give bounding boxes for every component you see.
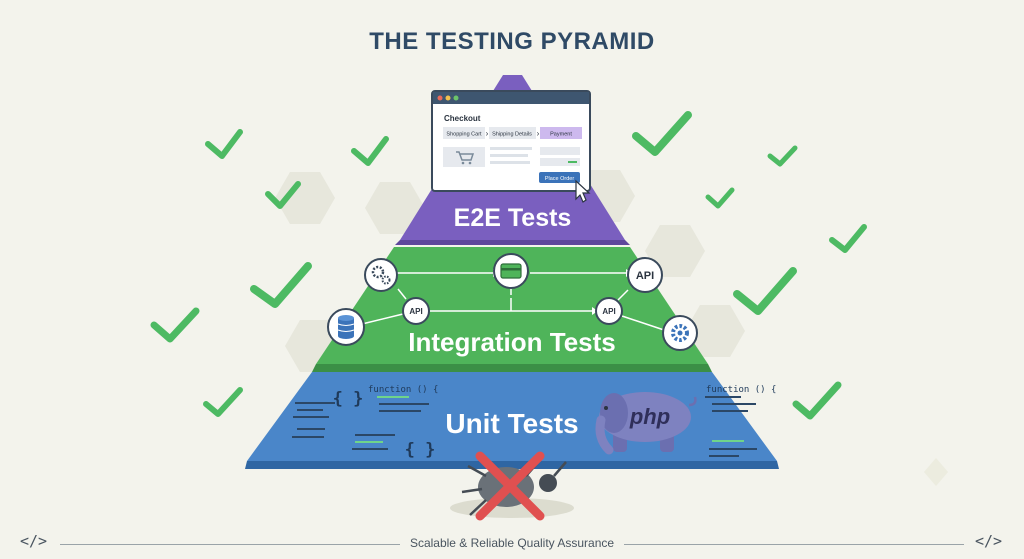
step-payment: Payment [550, 132, 572, 138]
code-function-right: function () { [706, 385, 776, 395]
footer-tagline: Scalable & Reliable Quality Assurance [409, 536, 615, 550]
diamond-decoration [924, 458, 948, 486]
api-node-top-right [627, 257, 663, 293]
code-icon-left: </> [20, 532, 48, 550]
code-icon-right: </> [975, 532, 1003, 550]
checkmark-icon [829, 224, 867, 253]
checkmark-icon [632, 111, 692, 156]
checkmark-icon [767, 145, 798, 167]
api-label-mid-right: API [602, 307, 615, 316]
checkmark-icon [733, 267, 797, 315]
page-title: THE TESTING PYRAMID [369, 28, 655, 55]
checkmark-icon [351, 136, 389, 166]
api-label-top-right: API [636, 270, 654, 282]
database-node-left [327, 308, 365, 346]
checkout-window [431, 90, 591, 192]
gear-node-right [662, 315, 698, 351]
unit-tier-label: Unit Tests [445, 408, 579, 439]
code-function-left: function () { [368, 385, 438, 395]
cursor-icon [575, 179, 591, 203]
code-lines-decoration [292, 396, 757, 457]
api-label-mid-left: API [409, 307, 422, 316]
checkmark-icon [203, 387, 243, 417]
api-node-mid-right [595, 297, 623, 325]
step-shopping-cart: Shopping Cart [446, 132, 482, 138]
step-chevron-1: › [486, 129, 489, 138]
footer-divider-right [624, 544, 964, 545]
card-node-top-center [493, 253, 529, 289]
integration-tier [316, 247, 708, 364]
cart-icon [456, 151, 475, 161]
php-logo-text: php [629, 404, 670, 429]
braces-icon: { } [405, 440, 436, 460]
checkmark-icon [265, 181, 301, 209]
step-shipping-details: Shipping Details [492, 132, 532, 138]
integration-tier-label: Integration Tests [408, 327, 616, 357]
checkmark-icon [792, 381, 842, 420]
php-elephant-logo [595, 392, 697, 455]
checkmark-icon [250, 262, 312, 308]
checkmark-icon [205, 129, 243, 159]
checkout-title: Checkout [444, 114, 481, 123]
checkmark-icon [150, 307, 200, 343]
footer-divider-left [60, 544, 400, 545]
gear-node-top-left [364, 258, 398, 292]
place-order-button: Place Order [545, 176, 575, 182]
e2e-tier-label: E2E Tests [453, 204, 572, 232]
cross-mark-icon [475, 451, 545, 521]
checkmark-icon [705, 187, 735, 209]
api-node-mid-left [402, 297, 430, 325]
braces-icon: { } [333, 389, 364, 409]
step-chevron-2: › [537, 129, 540, 138]
